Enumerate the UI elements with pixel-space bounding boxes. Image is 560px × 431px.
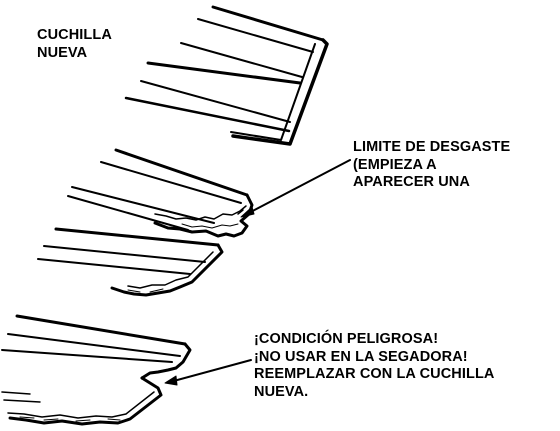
dangerous-condition-label-line: ¡NO USAR EN LA SEGADORA!: [254, 348, 468, 365]
dangerous-condition-label-line: ¡CONDICIÓN PELIGROSA!: [254, 331, 439, 347]
new-blade-drawing: [124, 5, 329, 146]
dangerous-condition-label-line: REEMPLAZAR CON LA CUCHILLA: [254, 366, 495, 382]
new-blade-label-line: NUEVA: [37, 44, 88, 61]
new-blade-label: CUCHILLA NUEVA: [37, 27, 112, 62]
worn-blade-drawing-2: [37, 227, 224, 297]
wear-limit-label-line: (EMPIEZA A: [353, 156, 437, 173]
wear-limit-label: LIMITE DE DESGASTE (EMPIEZA A APARECER U…: [353, 139, 510, 192]
dangerous-condition-label-line: NUEVA.: [254, 383, 309, 400]
new-blade-label-line: CUCHILLA: [37, 27, 112, 43]
dangerous-condition-label: ¡CONDICIÓN PELIGROSA! ¡NO USAR EN LA SEG…: [254, 331, 495, 401]
wear-limit-label-line: LIMITE DE DESGASTE: [353, 139, 511, 155]
wear-limit-arrow: [240, 159, 351, 218]
dangerous-blade-drawing: [1, 314, 192, 426]
worn-blade-drawing: [67, 148, 254, 238]
danger-arrow: [164, 359, 252, 386]
wear-limit-label-line: APARECER UNA: [353, 174, 470, 190]
